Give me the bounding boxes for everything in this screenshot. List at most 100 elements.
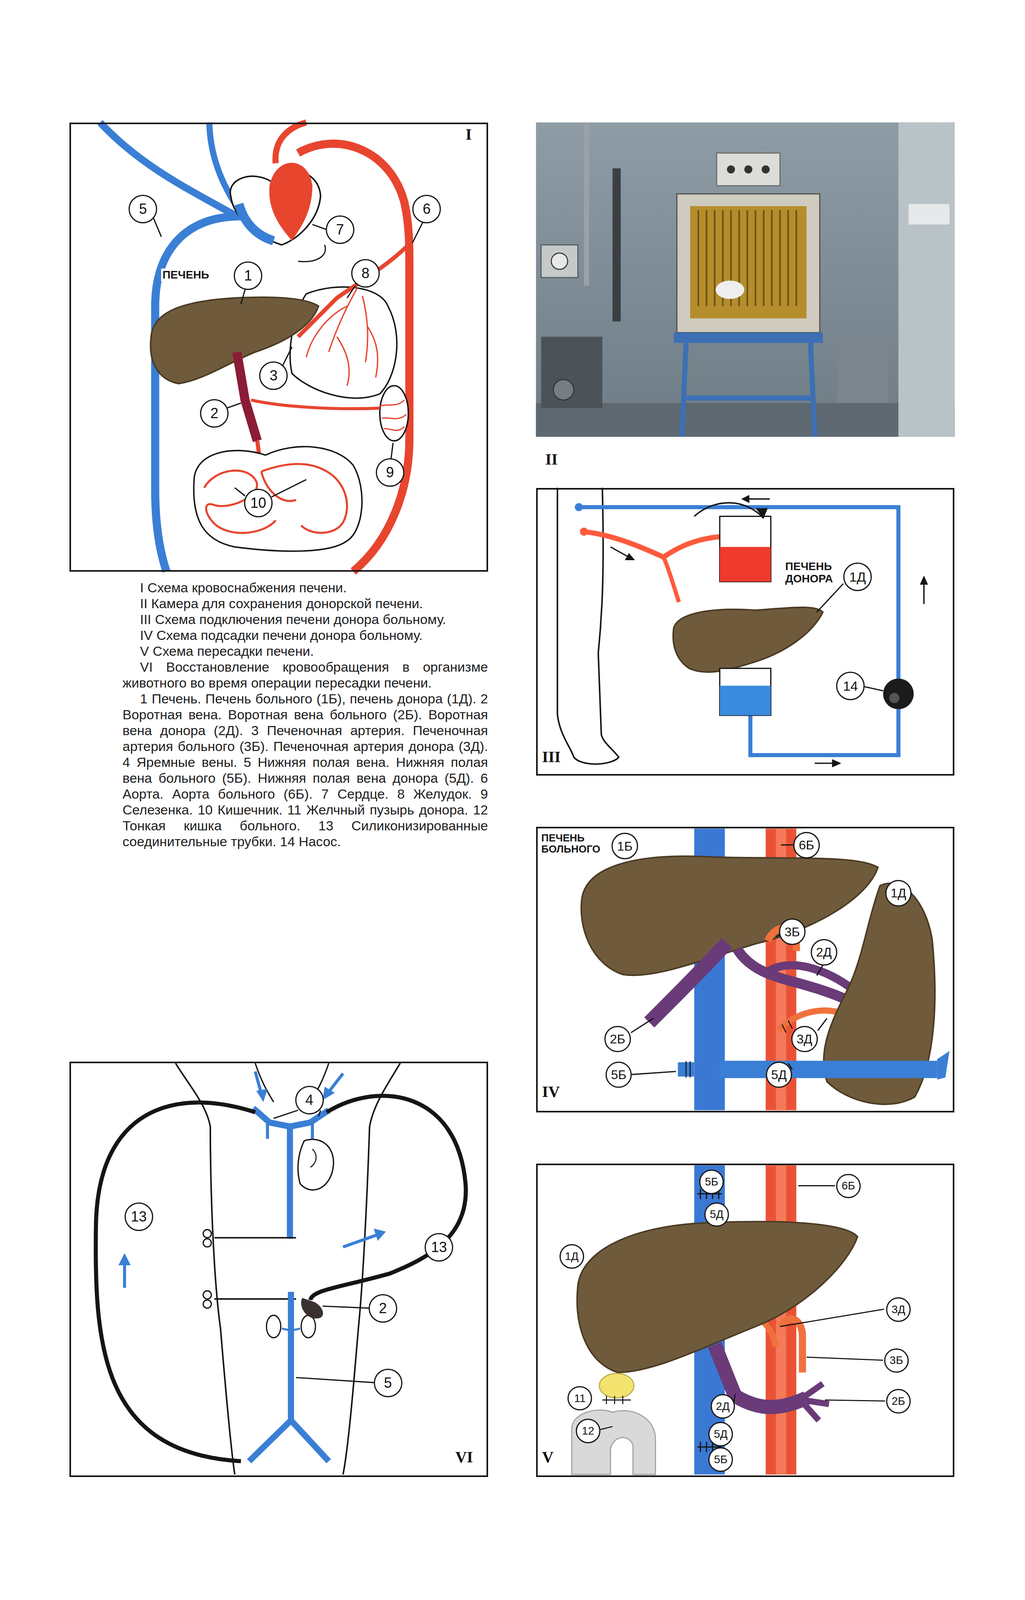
bypass-circulation-illustration	[69, 1061, 489, 1477]
preservation-chamber-photo	[726, 165, 736, 174]
bypass-circulation-illustration	[214, 1238, 297, 1300]
callout-text: 6Б	[798, 838, 815, 852]
bypass-circulation-illustration	[267, 1122, 313, 1139]
blood-supply-illustration	[238, 203, 274, 241]
callout-text: 1Д	[849, 570, 866, 584]
donor-liver-connection-illustration	[755, 508, 768, 519]
figure-numeral: II	[544, 450, 559, 469]
donor-liver-connection-illustration	[719, 685, 772, 716]
callout-number: 14	[836, 671, 865, 701]
callout-text: 5	[384, 1376, 393, 1391]
caption-column: I Схема кровоснабжения печени.II Камера …	[122, 579, 489, 850]
preservation-chamber-photo	[690, 206, 807, 319]
donor-liver-connection-illustration	[923, 581, 925, 605]
blood-supply-illustration	[379, 385, 409, 441]
liver-transplant-illustration	[571, 1410, 656, 1475]
callout-number: 2Д	[810, 939, 838, 966]
auxiliary-transplant-illustration	[937, 1051, 950, 1080]
donor-liver-connection-illustration	[832, 759, 842, 768]
organ-label: ПЕЧЕНЬ	[161, 268, 211, 282]
callout-number: 4	[295, 1086, 324, 1115]
callout-text: 5	[138, 201, 147, 217]
caption-paragraph: II Камера для сохранения донорской печен…	[122, 595, 489, 612]
callout-number: 5Д	[765, 1061, 793, 1089]
liver-transplant-illustration	[536, 1163, 955, 1477]
callout-number: 5	[373, 1369, 403, 1398]
callout-text: 2Д	[815, 946, 832, 959]
caption-paragraph: IV Схема подсадки печени донора больному…	[122, 627, 489, 644]
bypass-circulation-illustration	[69, 1061, 489, 1477]
preservation-chamber-photo	[898, 122, 955, 437]
blood-supply-illustration	[236, 351, 258, 441]
callout-number: 6Б	[836, 1174, 861, 1199]
preservation-chamber-photo	[716, 153, 781, 186]
callout-number: 11	[567, 1386, 593, 1412]
callout-number: 3Б	[778, 918, 806, 946]
preservation-chamber-photo	[715, 280, 745, 299]
bypass-circulation-illustration	[249, 1292, 329, 1462]
callout-text: 2Д	[715, 1401, 730, 1413]
preservation-chamber-photo	[698, 210, 797, 307]
blood-supply-illustration	[153, 217, 423, 498]
figure-panel: VI4131325	[69, 1061, 489, 1478]
callout-number: 2Б	[886, 1389, 911, 1414]
bypass-circulation-illustration	[95, 1102, 256, 1462]
preservation-chamber-photo	[682, 342, 815, 437]
donor-liver-connection-illustration	[578, 507, 899, 680]
callout-number: 5Б	[605, 1061, 633, 1089]
caption-paragraph: I Схема кровоснабжения печени.	[122, 579, 489, 596]
preservation-chamber-photo	[673, 332, 824, 343]
auxiliary-transplant-illustration	[581, 856, 879, 976]
callout-number: 5Д	[704, 1202, 729, 1228]
blood-supply-illustration	[306, 287, 378, 386]
donor-liver-connection-illustration	[663, 557, 679, 602]
liver-transplant-illustration	[599, 1373, 634, 1399]
callout-text: 1Д	[890, 886, 906, 900]
bypass-circulation-illustration	[203, 1291, 212, 1300]
callout-number: 3	[259, 361, 288, 391]
callout-number: 7	[325, 215, 355, 245]
callout-text: 2Б	[609, 1032, 626, 1046]
callout-text: 7	[336, 222, 345, 237]
callout-text: 4	[305, 1093, 314, 1108]
preservation-chamber-photo	[541, 244, 579, 278]
callout-text: 3	[269, 368, 278, 383]
callout-number: 10	[244, 488, 273, 518]
callout-text: 1	[244, 268, 252, 283]
caption-paragraph: III Схема подключения печени донора боль…	[122, 611, 489, 628]
preservation-chamber-photo	[908, 203, 950, 225]
callout-number: 6Б	[793, 832, 820, 859]
preservation-chamber-photo	[761, 165, 770, 174]
bypass-circulation-illustration	[256, 1088, 268, 1102]
donor-liver-connection-illustration	[579, 527, 589, 537]
panel-numeral: VI	[455, 1449, 473, 1466]
callout-text: 14	[842, 679, 858, 693]
callout-number: 2Б	[604, 1026, 631, 1053]
auxiliary-transplant-illustration	[719, 1061, 938, 1079]
donor-liver-connection-illustration	[741, 494, 750, 504]
donor-liver-connection-illustration	[673, 607, 823, 673]
caption-paragraph: V Схема пересадки печени.	[122, 643, 489, 660]
figure-panel: IV1Б6Б1Д3Б2Д2Б3Д5Б5Д	[536, 826, 955, 1113]
figure-panel: V5Б6Б5Д1Д3Д3Б2Б112Д125Д5Б	[536, 1163, 955, 1478]
donor-liver-connection-illustration	[919, 575, 929, 585]
callout-text: 1Д	[564, 1251, 579, 1263]
callout-text: 12	[581, 1425, 595, 1437]
liver-transplant-illustration	[536, 1163, 955, 1477]
donor-liver-connection-illustration	[624, 553, 635, 561]
callout-number: 3Д	[886, 1297, 911, 1323]
panel-numeral: III	[542, 749, 561, 766]
blood-supply-illustration	[69, 122, 489, 572]
callout-text: 3Д	[796, 1032, 813, 1046]
bypass-circulation-illustration	[273, 1110, 375, 1383]
donor-liver-connection-illustration	[882, 678, 914, 710]
callout-text: 5Д	[713, 1428, 728, 1441]
bypass-circulation-illustration	[266, 1315, 281, 1339]
callout-text: 13	[130, 1209, 147, 1225]
liver-transplant-illustration	[602, 1396, 631, 1405]
caption-paragraph: VI Восстановление кровообращения в орган…	[122, 659, 489, 691]
liver-transplant-illustration	[802, 1384, 829, 1422]
preservation-chamber-photo	[612, 168, 622, 322]
blood-supply-illustration	[298, 244, 326, 262]
callout-text: 1Б	[617, 840, 633, 853]
